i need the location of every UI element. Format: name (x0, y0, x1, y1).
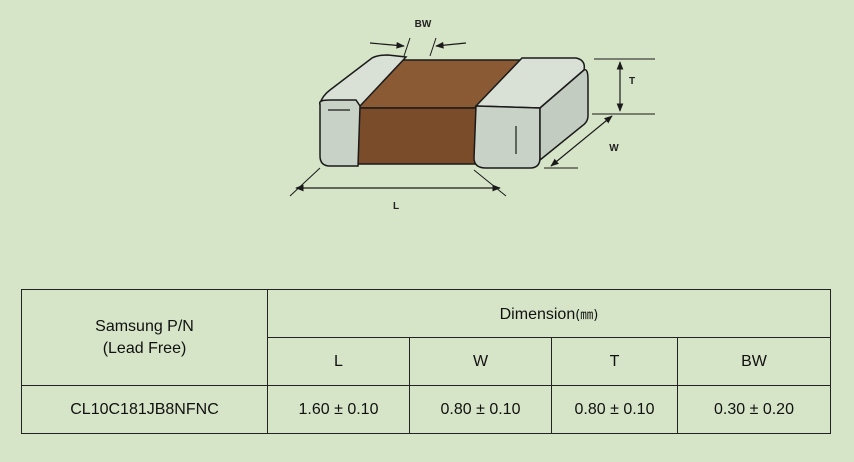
value-cell-t: 0.80 ± 0.10 (551, 385, 678, 434)
bw-dimension: BW (369, 19, 467, 57)
dimension-header-text: Dimension (499, 305, 576, 323)
table-header-row: Samsung P/N (Lead Free) Dimension(㎜) (21, 289, 831, 386)
table-row: CL10C181JB8NFNC 1.60 ± 0.10 0.80 ± 0.10 … (21, 385, 831, 434)
l-label: L (393, 201, 399, 212)
capacitor-dimension-diagram: BW T W L (289, 19, 655, 212)
part-number-header-line1: Samsung P/N (95, 317, 194, 335)
body-front-face (355, 107, 477, 165)
value-cell-w: 0.80 ± 0.10 (409, 385, 552, 434)
t-dimension: T (592, 58, 655, 115)
dimension-header: Dimension(㎜) (267, 289, 831, 338)
w-label: W (609, 143, 619, 154)
part-number-cell: CL10C181JB8NFNC (21, 385, 268, 434)
part-number-header-line2: (Lead Free) (102, 339, 187, 357)
l-dimension: L (289, 167, 507, 212)
chip-body (354, 59, 546, 165)
bw-label: BW (415, 19, 432, 30)
w-dimension: W (544, 115, 619, 169)
value-cell-l: 1.60 ± 0.10 (267, 385, 410, 434)
left-terminal-front (318, 99, 361, 167)
t-label: T (629, 76, 635, 87)
column-header-w: W (409, 337, 552, 386)
column-header-l: L (267, 337, 410, 386)
dimension-table: Samsung P/N (Lead Free) Dimension(㎜) L W… (21, 289, 831, 434)
dimension-unit: (㎜) (575, 307, 599, 323)
column-header-bw: BW (677, 337, 831, 386)
left-terminal-top (319, 54, 408, 107)
value-cell-bw: 0.30 ± 0.20 (677, 385, 831, 434)
column-header-row: L W T BW (22, 337, 831, 386)
column-header-t: T (551, 337, 678, 386)
left-terminal (318, 54, 408, 167)
part-number-header: Samsung P/N (Lead Free) (21, 289, 268, 386)
right-terminal-front (473, 105, 541, 169)
